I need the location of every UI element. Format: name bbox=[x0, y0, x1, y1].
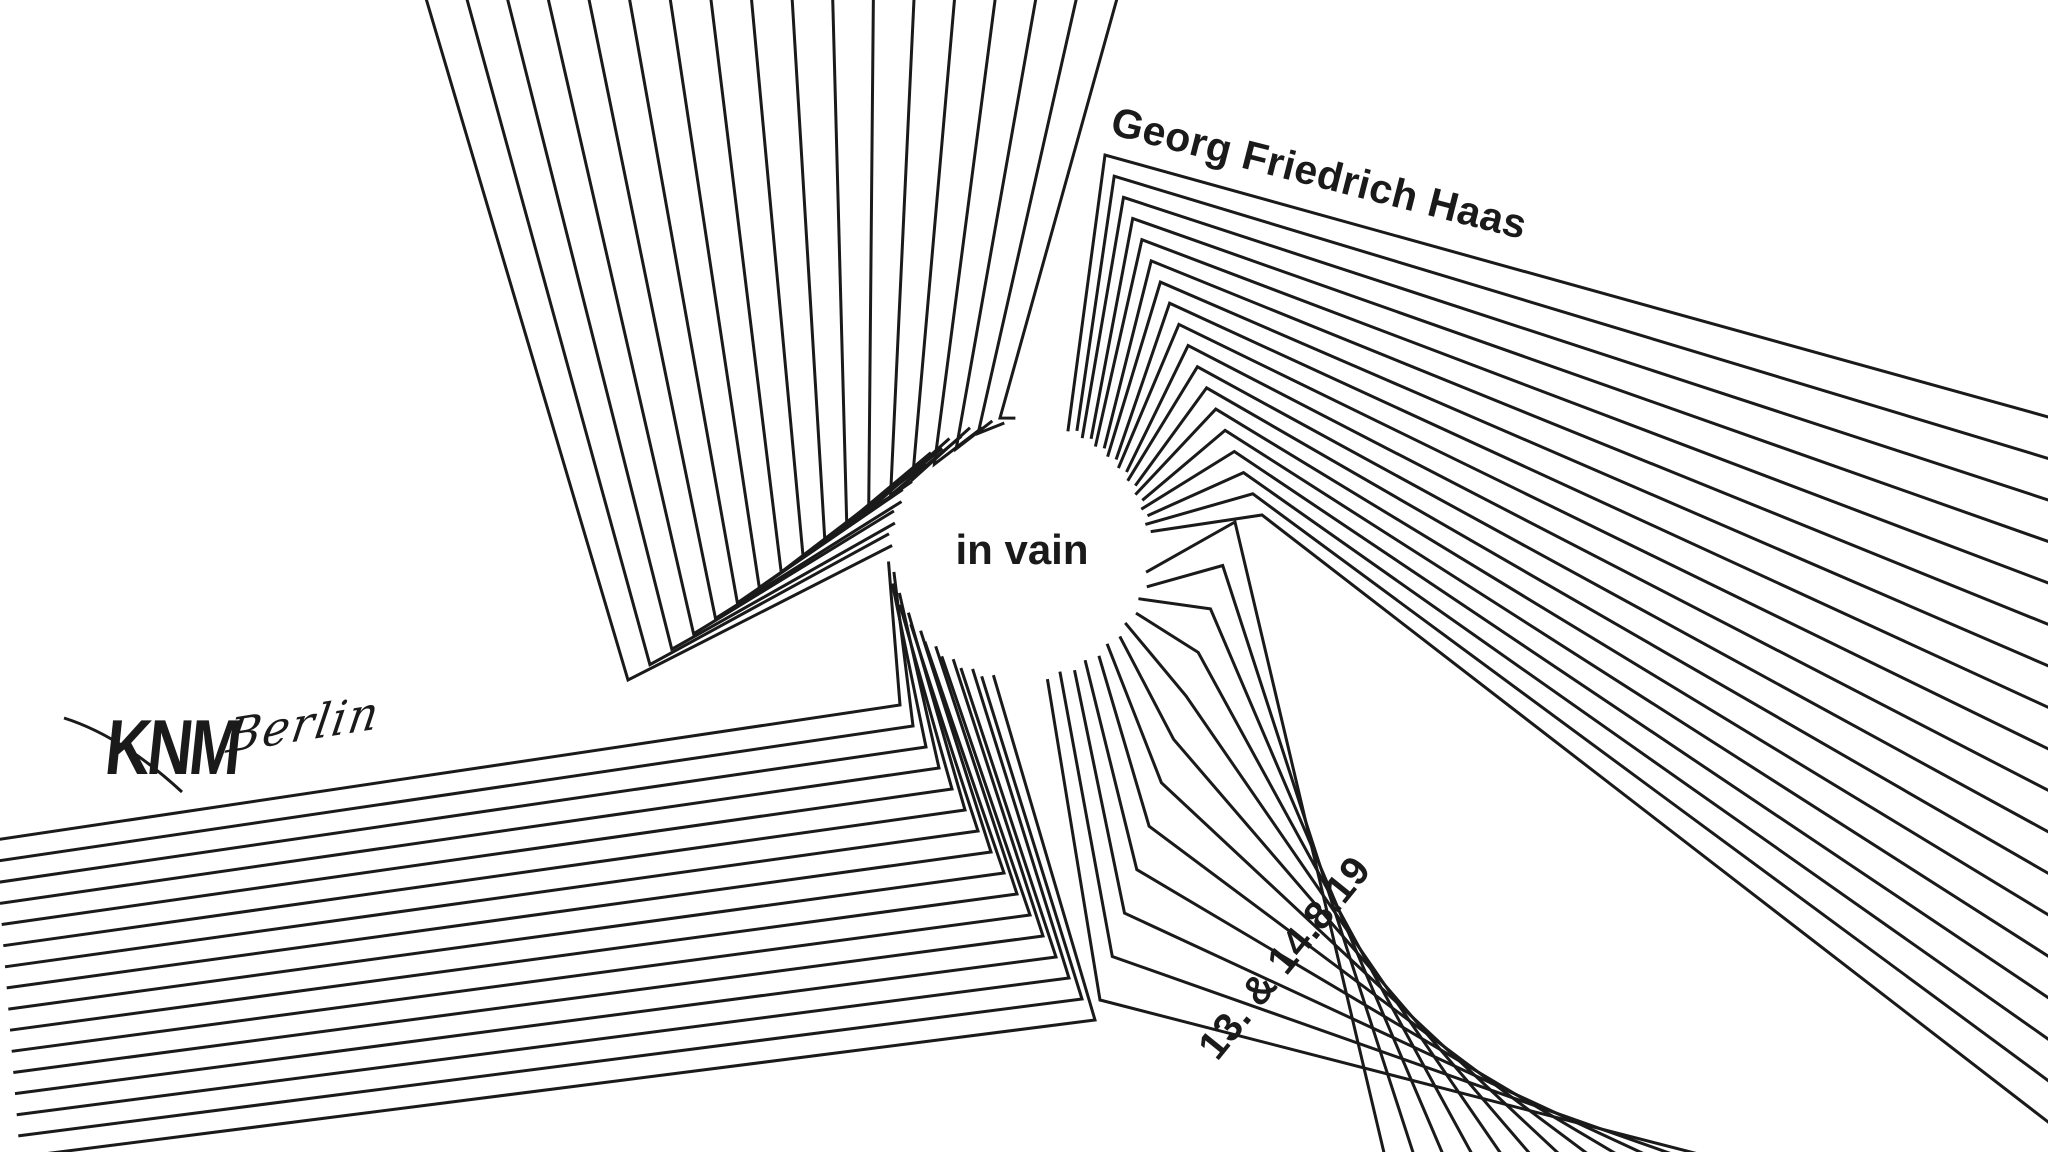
ray-line bbox=[3, 612, 967, 948]
ray-line bbox=[1144, 492, 2048, 1083]
ray-line bbox=[14, 667, 1058, 1096]
ray-line bbox=[424, 0, 893, 683]
logo-strike-line bbox=[63, 716, 184, 794]
ray-line bbox=[1045, 678, 1697, 1152]
work-title-text: in vain bbox=[955, 526, 1089, 573]
ray-line bbox=[506, 0, 896, 652]
ray-group-upper-left bbox=[424, 0, 1119, 683]
ray-line bbox=[13, 658, 1045, 1074]
ray-line bbox=[1106, 280, 2048, 668]
ray-line bbox=[6, 630, 993, 990]
ray-line bbox=[867, 0, 951, 514]
ray-line bbox=[1141, 428, 2048, 958]
ray-line bbox=[9, 645, 1019, 1032]
ray-line bbox=[11, 655, 1033, 1053]
ray-line bbox=[831, 0, 944, 529]
ray-line bbox=[1140, 449, 2048, 1000]
ray-line bbox=[0, 592, 941, 905]
knm-berlin-logo: KNM Berlin bbox=[62, 684, 392, 810]
ray-line bbox=[1146, 470, 2048, 1041]
ray-line bbox=[1075, 174, 2048, 460]
ray-line bbox=[1125, 343, 2048, 792]
ray-line bbox=[790, 0, 932, 545]
ray-line bbox=[888, 0, 963, 499]
ray-line bbox=[1058, 671, 1671, 1152]
ray-line bbox=[0, 571, 915, 863]
ray-line bbox=[709, 0, 917, 575]
ray-line bbox=[1102, 258, 2048, 626]
ray-line bbox=[1093, 237, 2048, 585]
ray-line bbox=[546, 0, 895, 637]
ray-line bbox=[1105, 643, 1560, 1152]
ray-line bbox=[0, 561, 902, 841]
ray-line bbox=[1066, 153, 2048, 432]
ray-line bbox=[465, 0, 890, 667]
ray-line bbox=[47, 674, 1097, 1152]
logo-strike-lines bbox=[63, 716, 184, 794]
work-title: in vain bbox=[0, 526, 2048, 574]
ray-line bbox=[668, 0, 913, 591]
ray-line bbox=[587, 0, 903, 621]
ray-group-upper-right bbox=[1066, 153, 2048, 1124]
ray-line bbox=[1145, 519, 1386, 1152]
ray-line bbox=[1134, 407, 2048, 917]
ray-line bbox=[16, 668, 1071, 1117]
ray-line bbox=[976, 0, 1078, 436]
ray-line bbox=[1114, 301, 2048, 709]
ray-line bbox=[1097, 655, 1588, 1152]
ray-line bbox=[1134, 385, 2048, 875]
ray-line bbox=[1080, 195, 2048, 502]
ray-group-lower-left bbox=[0, 561, 1097, 1152]
ray-line bbox=[1089, 216, 2048, 543]
ray-line bbox=[1135, 611, 1473, 1152]
ray-line bbox=[1117, 322, 2048, 751]
ray-group-lower-right bbox=[1045, 519, 1697, 1152]
ray-line bbox=[1083, 659, 1616, 1152]
ray-line bbox=[998, 0, 1119, 420]
ray-line bbox=[1146, 563, 1415, 1152]
ray-line bbox=[4, 623, 980, 969]
ray-line bbox=[1073, 669, 1644, 1152]
ray-line bbox=[8, 641, 1007, 1011]
ray-line bbox=[1150, 513, 2048, 1124]
ray-line bbox=[18, 675, 1084, 1138]
ray-line bbox=[1126, 364, 2048, 834]
ray-line bbox=[910, 0, 972, 484]
